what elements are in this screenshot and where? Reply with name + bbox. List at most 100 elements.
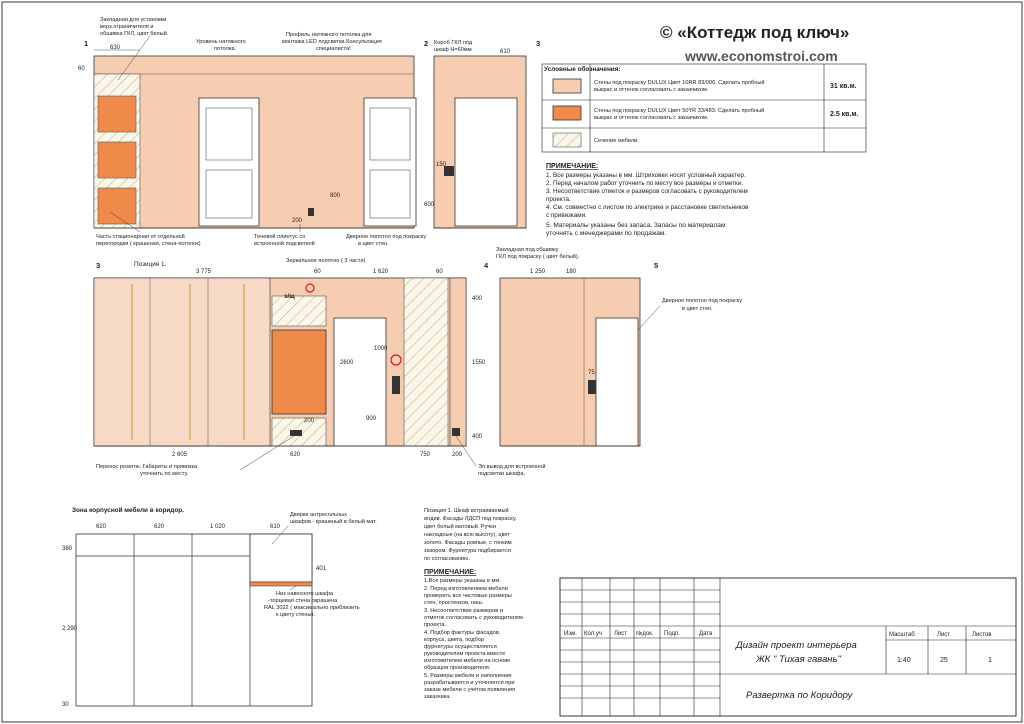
notes-bottom-line-8: 4. Подбор фактуры фасадов, [424,630,501,636]
position-note-line-1: Позиция 1. Шкаф встраиваемый [424,507,509,514]
notes-top-heading: ПРИМЕЧАНИЕ: [546,163,598,170]
socket-4 [452,428,460,436]
notes-top-line-8: уточнять с менеджерами по продажам. [546,230,666,237]
label-t5: Часть стационарная от отдельной [96,233,185,240]
dim-200b-v3: 200 [304,418,315,424]
view-number-2: 2 [424,39,428,48]
label-t14: Зона корпусной мебели в коридор. [72,506,184,514]
stamp-project-line-1: Дизайн проект интерьера [735,640,857,651]
notes-bottom-line-1: 1.Все размеры указаны в мм. [424,578,501,584]
notes-top-line-4: проекта. [546,196,571,203]
notes-bottom-line-2: 2. Перед изготовлением мебели [424,586,508,592]
door-2-panel-bottom [369,169,411,219]
label-eshch: э/щ [284,293,295,300]
notes-bottom-line-14: 5. Размеры мебели и наполнение [424,673,512,679]
stamp-hdr-sheet: Лист [937,632,950,638]
view-number-3-top: 3 [536,39,540,48]
stamp-scale: 1:40 [897,657,911,664]
notes-bottom-line-6: отметок согласовать с руководителем [424,615,523,621]
notes-top-line-2: 2. Перед началом работ уточнить по месту… [546,179,743,187]
leader-t12 [239,435,295,471]
dim-620: 620 [290,452,301,458]
dim-60-v3: 60 [314,269,321,275]
dim-600: 600 [424,202,435,208]
wall-3-end [449,277,467,447]
dim-400b-v3: 400 [472,434,483,440]
leader-t16 [289,585,297,591]
position-note-line-7: по согласованию. [424,556,470,562]
label-t11: Дверное полотно под покраску [662,298,742,304]
label-t12: Перенос розеток. Габариты и привязка [96,464,198,470]
notes-bottom-line-5: 3. Несоответствие размеров и [424,608,503,614]
label-t16: Низ навесного шкафа [276,591,334,597]
position-note-line-6: зазором. Фурнитура подбирается [424,548,511,554]
dim-750: 750 [420,452,431,458]
label-t10b: ГКЛ под покраску ( цвет белый). [496,253,580,260]
notes-top-line-1: 1. Все размеры указаны в мм. Штриховки н… [546,171,746,179]
dim-60b-v3: 60 [436,269,443,275]
legend-item-3-text1: Сечение мебели. [594,138,639,144]
label-t4: Короб ГКЛ под [434,40,473,46]
stamp-col-izm: Изм. [564,631,577,637]
legend-item-2-text1: Стены под покраску DULUX Цвет 50YR 33/48… [594,107,764,114]
legend-item-2-text2: выкрас и оттенок согласовать с заказчико… [594,115,709,121]
dim-630: 630 [110,45,121,51]
door-2-panel-top [369,107,411,161]
notes-bottom-line-3: проверить все чистовые размеры [424,593,512,599]
red-marker-1 [390,354,402,366]
label-t16c: RAL 3022 ( максимально приблизить [264,605,360,611]
label-t12b: уточнить по месту. [140,471,189,477]
elevation-view-1 [93,55,417,229]
notes-bottom-heading: ПРИМЕЧАНИЕ: [424,569,476,576]
door-3 [454,97,518,227]
door-4 [333,317,387,447]
dim-380: 380 [62,546,73,552]
dim-1550: 1550 [472,360,486,366]
cabinet-bottom-ral [249,581,313,587]
notes-top-line-7: 5. Материалы указаны без запаса. Запасы … [546,221,726,229]
label-t4b: шкаф Н=60мм [434,47,472,53]
stamp-col-koluch: Кол.уч [584,631,602,637]
notes-bottom-line-9: корпуса, цвета, подбор [424,637,484,643]
leader-t1 [117,35,151,81]
label-t7b: в цвет стен. [358,241,389,247]
legend-item-2-area: 2.5 кв.м. [830,111,859,118]
dim-620b: 620 [154,524,165,530]
notes-bottom-line-4: стен, простенков, ниш. [424,600,484,606]
dim-1000: 1000 [374,346,388,352]
position-note-line-3: цвет белый матовый. Ручки [424,523,496,530]
dim-1020: 1 020 [210,524,226,530]
niche-orange [271,329,327,415]
label-t16b: -торцевая стена окрашена [268,598,338,604]
notes-bottom-line-7: проекта. [424,622,446,628]
notes-bottom-line-17: заказчика. [424,694,451,700]
legend-box [541,63,867,153]
position-note-line-4: накладные (на всю высоту), цвет [424,532,510,538]
dim-200-v3: 200 [452,452,463,458]
label-t6: Теневой плинтус со [254,233,305,240]
dim-200: 200 [292,218,303,224]
shelf-box-2 [97,141,137,179]
notes-bottom-line-10: фурнитуры осуществляется [424,644,497,650]
brand-url: www.economstroi.com [684,48,838,64]
stamp-sheet-title: Развертка по Коридору [746,690,854,701]
dim-30: 30 [62,702,69,708]
stamp-project-line-2: ЖК " Тихая гавань" [755,654,841,665]
label-t10: Закладная под обшивку [496,247,559,253]
label-t11b: в цвет стен. [682,306,713,312]
switch-1 [392,376,400,394]
stamp-hdr-sheets: Листов [972,632,992,638]
dim-610b: 610 [270,524,281,530]
view-number-1: 1 [84,39,88,48]
dim-400-v3: 400 [472,296,483,302]
elevation-view-4 [499,277,641,447]
socket-1 [308,208,314,216]
leader-t13 [455,435,477,467]
dim-3775: 3 775 [196,269,212,275]
label-t2: Уровень натяжного [196,39,246,45]
legend-swatch-light [552,78,582,94]
notes-bottom-line-15: разрабатывается и уточняется при [424,680,514,686]
